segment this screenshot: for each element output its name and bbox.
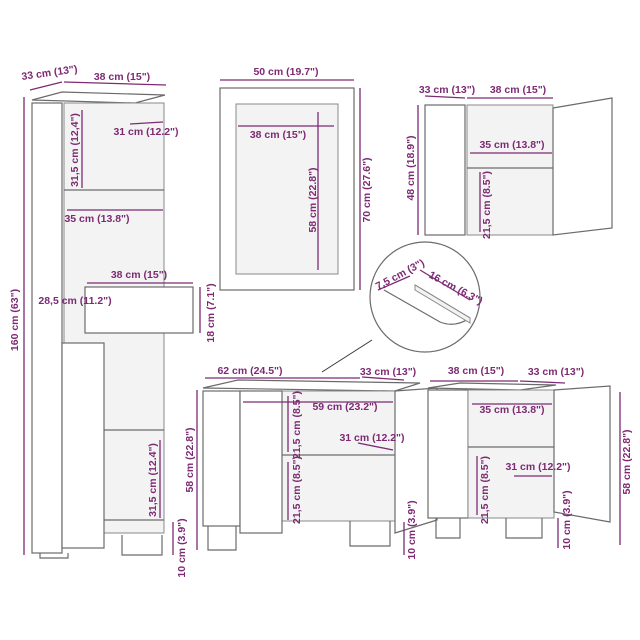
tall-cabinet-dimensions: 33 cm (13") 38 cm (15") 31,5 cm (12,4") … bbox=[9, 63, 217, 577]
sink-lower-compartment-height-label: 21,5 cm (8.5") bbox=[291, 456, 303, 524]
tall-top-compartment-height-label: 31,5 cm (12,4") bbox=[69, 113, 81, 187]
wall-inner-width-label: 35 cm (13.8") bbox=[479, 139, 544, 151]
small-cabinet: 38 cm (15") 33 cm (13") 35 cm (13.8") 31… bbox=[427, 365, 633, 550]
tall-drawer-height-label: 18 cm (7.1") bbox=[205, 283, 217, 342]
mirror-outer-width-label: 50 cm (19.7") bbox=[253, 66, 318, 78]
small-compartment-height-label: 21,5 cm (8.5") bbox=[479, 456, 491, 524]
sink-cabinet: 62 cm (24.5") 33 cm (13") 59 cm (23.2") … bbox=[184, 365, 438, 560]
sink-leg-height-label: 10 cm (3.9") bbox=[406, 500, 418, 559]
open-door bbox=[61, 342, 105, 549]
wall-height-label: 48 cm (18.9") bbox=[405, 135, 417, 200]
tall-bottom-compartment-height-label: 31,5 cm (12.4") bbox=[147, 443, 159, 517]
sink-inner-width-label: 59 cm (23.2") bbox=[312, 401, 377, 413]
sink-depth-label: 33 cm (13") bbox=[360, 366, 416, 378]
tall-drawer-depth-label: 28,5 cm (11.2") bbox=[38, 295, 111, 307]
mirror-inner-width-label: 38 cm (15") bbox=[250, 129, 306, 141]
drawer bbox=[84, 286, 194, 334]
sink-height-label: 58 cm (22.8") bbox=[184, 427, 196, 492]
mirror-inner-height-label: 58 cm (22.8") bbox=[307, 167, 319, 232]
wall-depth-label: 33 cm (13") bbox=[419, 84, 475, 96]
cutout-detail: 7,5 cm (3") 16 cm (6.3") bbox=[321, 241, 485, 373]
tall-leg-height-label: 10 cm (3.9") bbox=[176, 518, 188, 577]
small-width-label: 38 cm (15") bbox=[448, 365, 504, 377]
tall-depth-label: 33 cm (13") bbox=[21, 63, 78, 83]
small-inner-depth-label: 31 cm (12.2") bbox=[505, 461, 570, 473]
small-height-label: 58 cm (22.8") bbox=[621, 429, 633, 494]
sink-inner-depth-label: 31 cm (12.2") bbox=[339, 432, 404, 444]
tall-width-label: 38 cm (15") bbox=[94, 71, 150, 83]
wall-compartment-height-label: 21,5 cm (8.5") bbox=[481, 171, 493, 239]
tall-total-height-label: 160 cm (63") bbox=[9, 289, 21, 351]
sink-upper-compartment-height-label: 21,5 cm (8.5") bbox=[291, 391, 303, 459]
mirror: 50 cm (19.7") 38 cm (15") 58 cm (22.8") … bbox=[219, 66, 373, 291]
tall-inner-width-label: 35 cm (13.8") bbox=[64, 213, 129, 225]
tall-cabinet bbox=[31, 91, 194, 559]
small-depth-label: 33 cm (13") bbox=[528, 366, 584, 378]
tall-drawer-width-label: 38 cm (15") bbox=[111, 269, 167, 281]
wall-width-label: 38 cm (15") bbox=[490, 84, 546, 96]
detail-arrow bbox=[321, 339, 373, 373]
mirror-outer-height-label: 70 cm (27.6") bbox=[361, 157, 373, 222]
wall-cabinet: 33 cm (13") 38 cm (15") 48 cm (18.9") 35… bbox=[405, 84, 613, 239]
small-leg-height-label: 10 cm (3.9") bbox=[561, 490, 573, 549]
sink-width-label: 62 cm (24.5") bbox=[217, 365, 282, 377]
small-inner-width-label: 35 cm (13.8") bbox=[479, 404, 544, 416]
tall-inner-depth-label: 31 cm (12.2") bbox=[113, 126, 178, 138]
